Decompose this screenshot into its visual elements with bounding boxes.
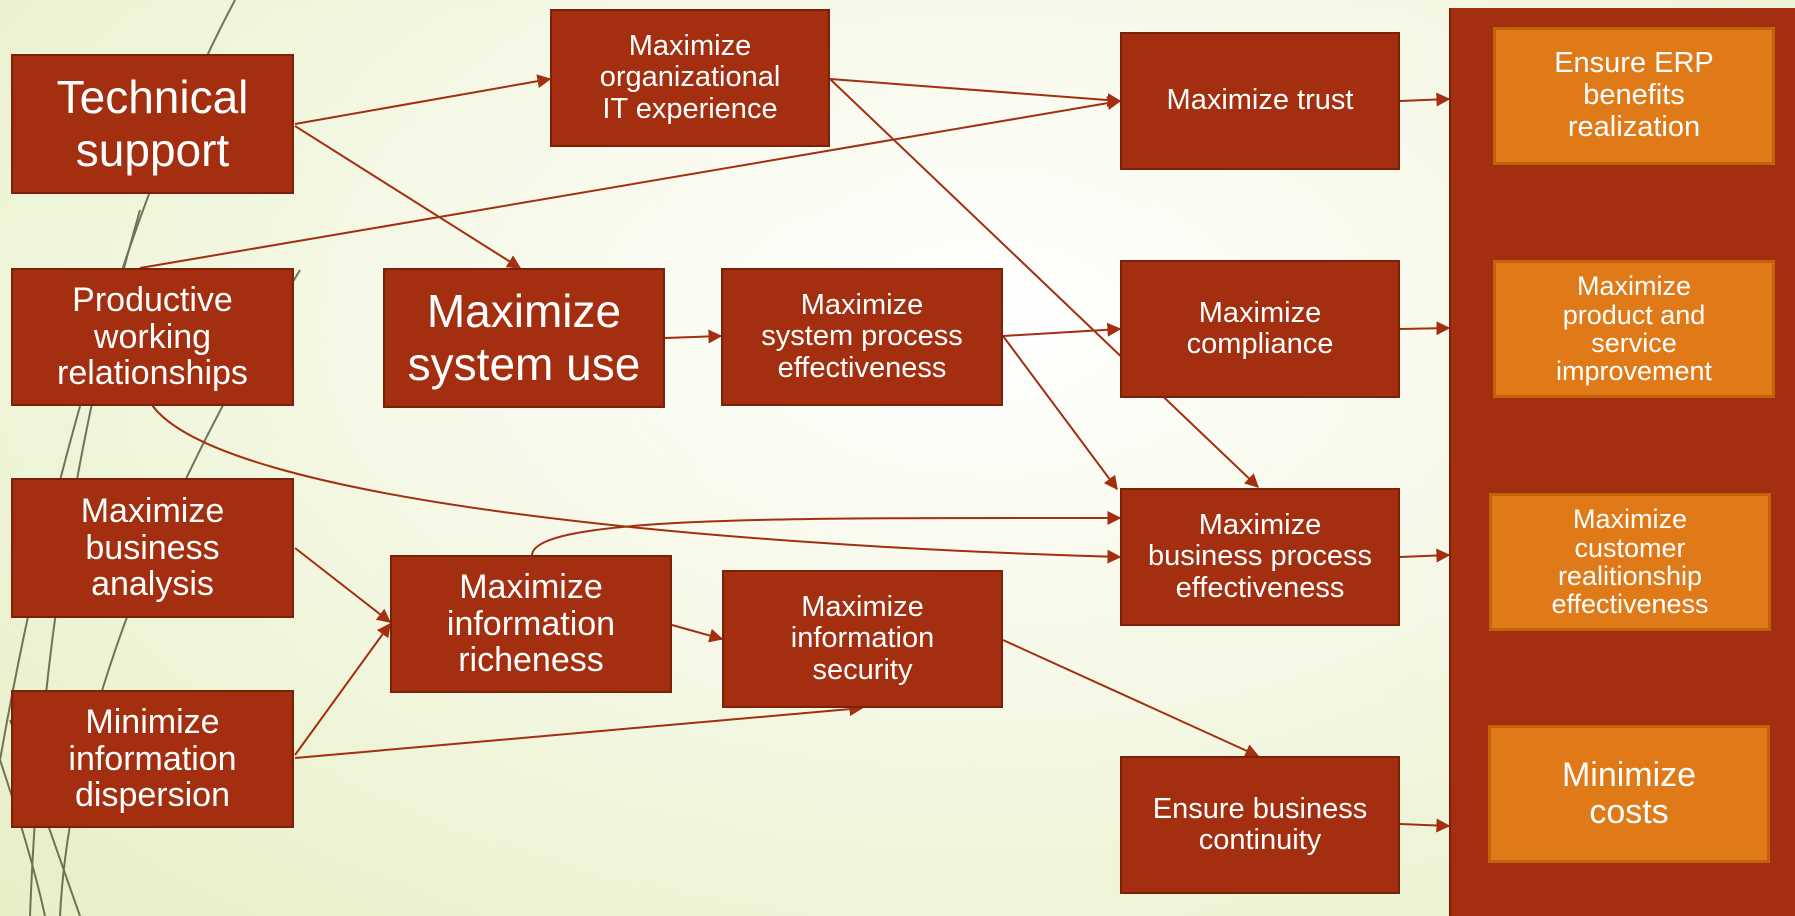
node-maximize-business-analysis-label: Maximize business analysis <box>80 491 225 604</box>
node-maximize-information-richness: Maximize information richeness <box>390 555 672 693</box>
edge-systemprocess-businessprocess <box>1002 335 1118 491</box>
outcome-ensure-erp-benefits-realization: Ensure ERP benefits realization <box>1493 27 1775 165</box>
node-ensure-business-continuity: Ensure business continuity <box>1120 756 1400 894</box>
node-maximize-trust-label: Maximize trust <box>1166 84 1354 117</box>
node-maximize-compliance-label: Maximize compliance <box>1186 296 1334 360</box>
edge-techsupport-orgexp <box>294 74 552 125</box>
node-maximize-business-process-effectiveness-label: Maximize business process effectiveness <box>1147 509 1373 604</box>
edge-compliance-panel <box>1399 321 1451 336</box>
node-maximize-organizational-it-experience: Maximize organizational IT experience <box>550 9 830 147</box>
node-maximize-system-use: Maximize system use <box>383 268 665 408</box>
edge-systemprocess-compliance <box>1002 322 1122 337</box>
node-productive-working-relationships-label: Productive working relationships <box>57 280 248 393</box>
edge-dispersion-richness <box>294 622 391 756</box>
edge-dispersion-security <box>294 702 864 759</box>
outcome-minimize-costs-label: Minimize costs <box>1561 755 1697 831</box>
node-maximize-information-security: Maximize information security <box>722 570 1003 708</box>
node-maximize-trust: Maximize trust <box>1120 32 1400 170</box>
node-maximize-system-use-label: Maximize system use <box>407 285 641 390</box>
edge-techsupport-systemuse <box>294 125 522 269</box>
node-ensure-business-continuity-label: Ensure business continuity <box>1152 792 1368 856</box>
edge-security-continuity <box>1002 639 1260 758</box>
outcome-ensure-erp-benefits-realization-label: Ensure ERP benefits realization <box>1554 47 1714 143</box>
edge-richness-security <box>671 624 724 643</box>
node-minimize-information-dispersion: Minimize information dispersion <box>11 690 294 828</box>
node-maximize-information-security-label: Maximize information security <box>790 591 935 686</box>
edge-richness-businessprocess <box>530 510 1122 557</box>
outcome-minimize-costs: Minimize costs <box>1488 725 1770 863</box>
node-maximize-business-analysis: Maximize business analysis <box>11 478 294 618</box>
outcome-maximize-customer-relationship-effectiveness: Maximize customer realitionship effectiv… <box>1489 493 1771 631</box>
edge-businessprocess-panel <box>1399 548 1451 563</box>
node-maximize-system-process-effectiveness: Maximize system process effectiveness <box>721 268 1003 406</box>
node-technical-support: Technical support <box>11 54 294 194</box>
edge-orgexp-businessprocess <box>829 78 1260 488</box>
node-maximize-system-process-effectiveness-label: Maximize system process effectiveness <box>761 289 963 384</box>
outcome-maximize-product-service-improvement: Maximize product and service improvement <box>1493 260 1775 398</box>
edge-orgexp-trust <box>829 78 1122 108</box>
edge-trust-panel <box>1399 92 1451 107</box>
node-maximize-organizational-it-experience-label: Maximize organizational IT experience <box>599 30 781 125</box>
node-maximize-compliance: Maximize compliance <box>1120 260 1400 398</box>
outcome-maximize-product-service-improvement-label: Maximize product and service improvement <box>1555 271 1713 387</box>
edge-productive-businessprocess <box>151 404 1122 564</box>
edge-continuity-panel <box>1399 818 1451 833</box>
node-maximize-business-process-effectiveness: Maximize business process effectiveness <box>1120 488 1400 626</box>
node-technical-support-label: Technical support <box>56 71 249 176</box>
edge-businessanalysis-richness <box>294 547 392 623</box>
node-minimize-information-dispersion-label: Minimize information dispersion <box>68 702 237 815</box>
edge-systemuse-systemprocess <box>664 329 723 344</box>
node-productive-working-relationships: Productive working relationships <box>11 268 294 406</box>
edge-productive-trust <box>139 96 1122 269</box>
node-maximize-information-richness-label: Maximize information richeness <box>446 567 616 680</box>
outcome-maximize-customer-relationship-effectiveness-label: Maximize customer realitionship effectiv… <box>1551 504 1709 620</box>
